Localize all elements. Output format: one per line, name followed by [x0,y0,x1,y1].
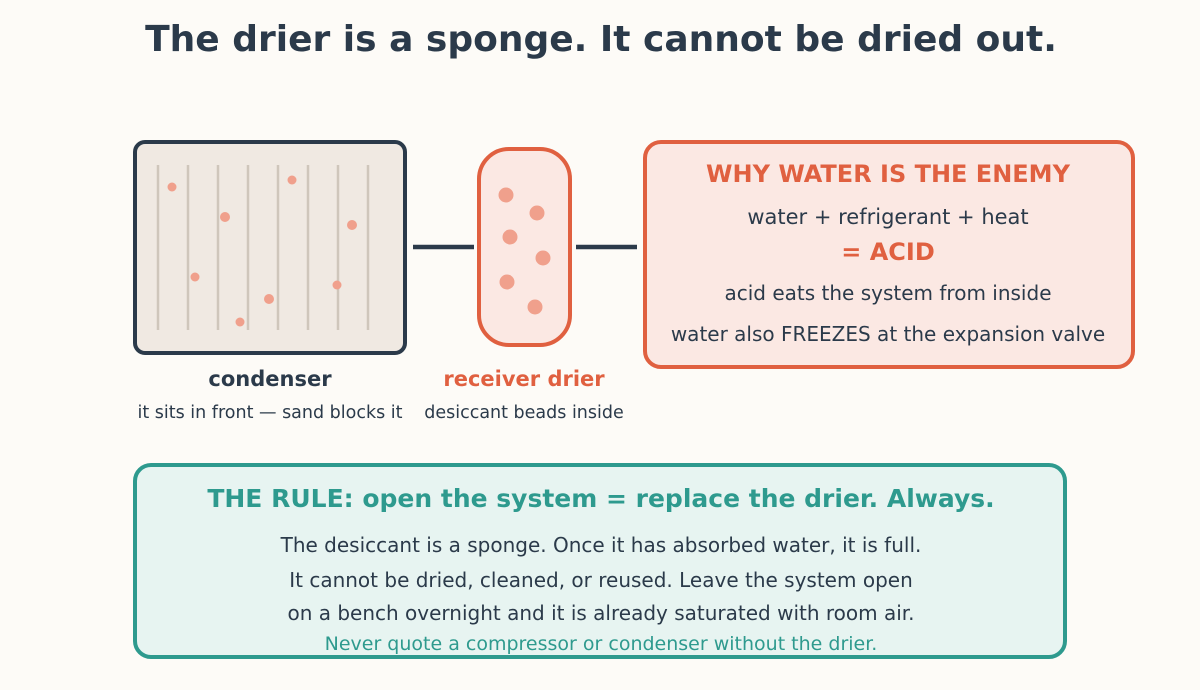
sand-particle [332,280,342,290]
desiccant-bead [498,187,514,203]
condenser [133,140,407,355]
rule-box-frame [133,463,1067,659]
desiccant-bead [502,229,518,245]
condenser-body [133,140,407,355]
sand-particle [235,317,245,327]
enemy-line-2: = ACID [841,238,935,266]
drier-caption: desiccant beads inside [424,403,624,423]
enemy-heading: WHY WATER IS THE ENEMY [706,160,1071,188]
sand-particle [287,175,297,185]
rule-line-1: The desiccant is a sponge. Once it has a… [280,533,922,557]
rule-line-2: It cannot be dried, cleaned, or reused. … [289,568,913,592]
enemy-line-1: water + refrigerant + heat [747,205,1028,229]
drier-label: receiver drier [443,367,605,391]
desiccant-beads [498,187,551,315]
condenser-fins [156,165,370,330]
sand-particle [220,212,230,222]
rule-line-4: Never quote a compressor or condenser wi… [325,633,878,655]
receiver-drier-body [477,147,572,347]
enemy-box-frame [643,140,1135,369]
sand-particle [347,220,357,230]
page-title: The drier is a sponge. It cannot be drie… [145,19,1057,60]
rule-line-3: on a bench overnight and it is already s… [287,601,914,625]
receiver-drier [477,147,572,347]
desiccant-bead [529,205,545,221]
rule-heading: THE RULE: open the system = replace the … [207,484,994,513]
enemy-line-3: acid eats the system from inside [725,281,1052,305]
sand-particle [190,272,200,282]
sand-particle [167,182,177,192]
sand-particle [264,294,274,304]
enemy-line-4: water also FREEZES at the expansion valv… [671,322,1105,346]
desiccant-bead [535,250,551,266]
desiccant-bead [499,274,515,290]
condenser-caption: it sits in front — sand blocks it [137,403,402,423]
sand-particles [167,175,357,327]
desiccant-bead [527,299,543,315]
rule-box: THE RULE: open the system = replace the … [133,463,1067,659]
enemy-box: WHY WATER IS THE ENEMY water + refrigera… [643,140,1135,369]
condenser-label: condenser [208,367,332,391]
